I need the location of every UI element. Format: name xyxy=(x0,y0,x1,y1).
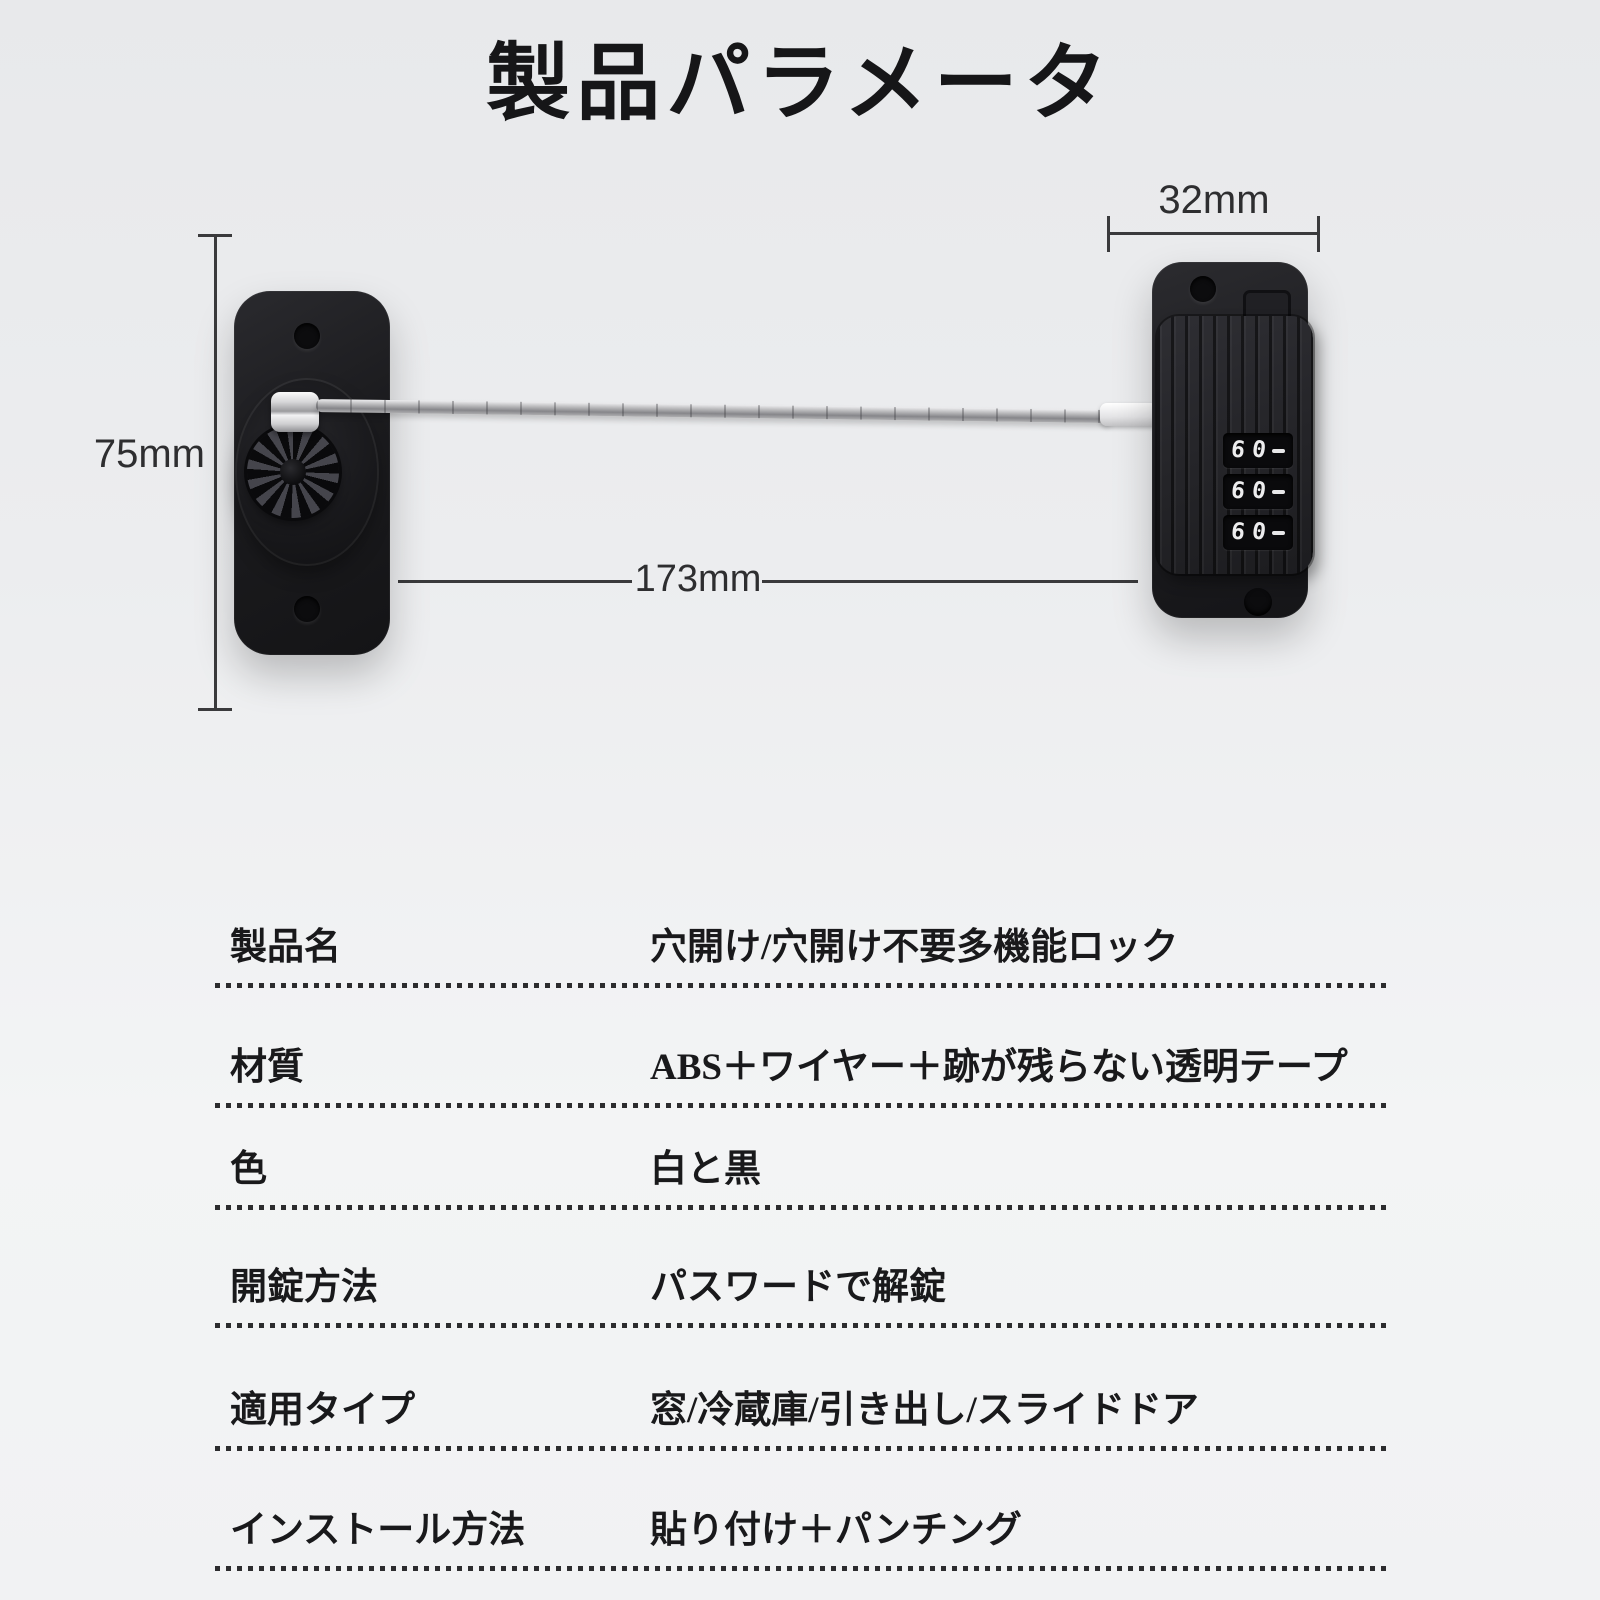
dial-digit: 6 xyxy=(1228,436,1247,464)
steel-cable xyxy=(315,399,1113,424)
spec-row-unlock-method: 開錠方法 パスワードで解錠 xyxy=(215,1267,1390,1328)
spec-row-applicable-type: 適用タイプ 窓/冷蔵庫/引き出し/スライドドア xyxy=(215,1390,1390,1451)
spec-value: 穴開け/穴開け不要多機能ロック xyxy=(650,927,1179,968)
width-dimension-tick-left xyxy=(1107,216,1110,252)
spec-row-material: 材質 ABS＋ワイヤー＋跡が残らない透明テープ xyxy=(215,1047,1390,1108)
dial-digit: 0 xyxy=(1249,477,1268,505)
length-dimension-label: 173mm xyxy=(634,558,762,600)
dial-index-mark-icon xyxy=(1272,489,1286,494)
length-dimension-line-right xyxy=(762,580,1138,583)
height-dimension-cap-top xyxy=(198,234,232,237)
dotted-divider xyxy=(215,1205,1390,1210)
screw-hole-icon xyxy=(1244,588,1272,616)
height-dimension-label: 75mm xyxy=(93,432,205,476)
dotted-divider xyxy=(215,1323,1390,1328)
width-dimension-label: 32mm xyxy=(1158,178,1270,222)
spec-label: 開錠方法 xyxy=(230,1267,378,1308)
dial-digit: 0 xyxy=(1249,436,1268,464)
dotted-divider xyxy=(215,1446,1390,1451)
spec-value: 貼り付け＋パンチング xyxy=(650,1510,1022,1551)
page-title: 製品パラメータ xyxy=(486,38,1114,131)
dotted-divider xyxy=(215,1566,1390,1571)
length-dimension-line-left xyxy=(398,580,632,583)
spec-label: 適用タイプ xyxy=(230,1390,415,1431)
spec-row-color: 色 白と黒 xyxy=(215,1149,1390,1210)
cable-clamp xyxy=(271,392,319,432)
dial-digit: 6 xyxy=(1228,477,1247,505)
dial-digit: 0 xyxy=(1249,518,1268,546)
dotted-divider xyxy=(215,1103,1390,1108)
spec-label: 製品名 xyxy=(230,927,341,968)
dial-digit: 6 xyxy=(1228,518,1247,546)
spec-label: 材質 xyxy=(230,1047,304,1088)
width-dimension-line xyxy=(1108,232,1320,235)
combination-dial-row: 6 0 xyxy=(1223,433,1293,468)
spec-value: ABS＋ワイヤー＋跡が残らない透明テープ xyxy=(650,1047,1348,1088)
spec-value: パスワードで解錠 xyxy=(650,1267,946,1308)
spec-value: 白と黒 xyxy=(650,1149,761,1190)
dial-index-mark-icon xyxy=(1272,530,1286,535)
combination-dial-row: 6 0 xyxy=(1223,474,1293,509)
pinwheel-knob-icon xyxy=(247,426,339,518)
screw-hole-icon xyxy=(1190,276,1216,302)
spec-row-install-method: インストール方法 貼り付け＋パンチング xyxy=(215,1510,1390,1571)
cable-end-sleeve xyxy=(1100,403,1158,426)
spec-label: 色 xyxy=(230,1149,267,1190)
combination-dial-row: 6 0 xyxy=(1223,515,1293,550)
height-dimension-line xyxy=(214,236,217,710)
width-dimension-tick-right xyxy=(1317,216,1320,252)
mounting-plate xyxy=(234,291,390,655)
lock-front-panel: 6 0 6 0 6 0 xyxy=(1157,316,1313,574)
screw-hole-icon xyxy=(294,323,320,349)
screw-hole-icon xyxy=(294,596,320,622)
spec-label: インストール方法 xyxy=(230,1510,526,1551)
dial-index-mark-icon xyxy=(1272,448,1286,453)
spec-value: 窓/冷蔵庫/引き出し/スライドドア xyxy=(650,1390,1199,1431)
spec-row-product-name: 製品名 穴開け/穴開け不要多機能ロック xyxy=(215,925,1390,988)
dotted-divider xyxy=(215,983,1390,988)
height-dimension-cap-bottom xyxy=(198,708,232,711)
